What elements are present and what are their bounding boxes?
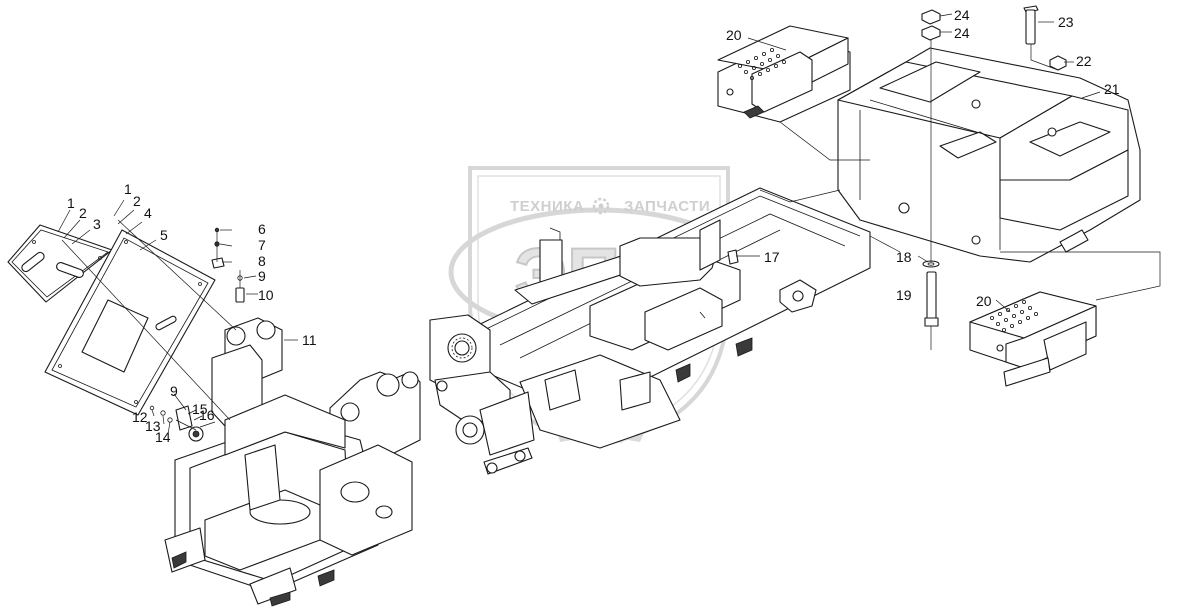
callout-14: 14	[155, 429, 171, 445]
callout-24: 24	[954, 7, 970, 23]
leader-lines	[57, 13, 1101, 435]
callout-9: 9	[258, 268, 266, 284]
callout-2: 2	[133, 193, 141, 209]
callout-5: 5	[160, 227, 168, 243]
callout-16: 16	[199, 407, 215, 423]
callout-9: 9	[170, 383, 178, 399]
fasteners-left	[149, 227, 245, 431]
fasteners-right	[921, 5, 1067, 327]
main-frame	[429, 187, 871, 475]
callout-1: 1	[67, 195, 75, 211]
platform-20-bottom	[969, 291, 1097, 387]
callout-6: 6	[258, 221, 266, 237]
callout-23: 23	[1058, 14, 1074, 30]
callout-19: 19	[896, 287, 912, 303]
callout-22: 22	[1076, 53, 1092, 69]
callout-20: 20	[726, 27, 742, 43]
gear-icon	[592, 197, 610, 215]
callout-20: 20	[976, 293, 992, 309]
callout-1: 1	[124, 181, 132, 197]
callout-2: 2	[79, 205, 87, 221]
callout-24: 24	[954, 25, 970, 41]
watermark-brand-left: ТЕХНИКА	[510, 198, 584, 215]
callout-13: 13	[145, 418, 161, 434]
callout-11: 11	[302, 332, 317, 348]
callout-17: 17	[764, 249, 780, 265]
callouts: 1 2 3 1 2 4 5 6 7 8 9 10 11 9 12 13 14 1…	[67, 7, 1120, 445]
frame-tower-11	[164, 317, 421, 607]
callout-12: 12	[132, 409, 148, 425]
callout-4: 4	[144, 205, 152, 221]
watermark-brand-right: ЗАПЧАСТИ	[624, 198, 710, 215]
callout-7: 7	[258, 237, 266, 253]
callout-15: 15	[192, 401, 208, 417]
callout-10: 10	[258, 287, 274, 303]
callout-3: 3	[93, 216, 101, 232]
callout-21: 21	[1104, 81, 1120, 97]
hood-21	[837, 47, 1141, 263]
assembly-lines	[61, 40, 1161, 431]
cover-plate-5	[44, 229, 216, 416]
callout-18: 18	[896, 249, 912, 265]
callout-8: 8	[258, 253, 266, 269]
